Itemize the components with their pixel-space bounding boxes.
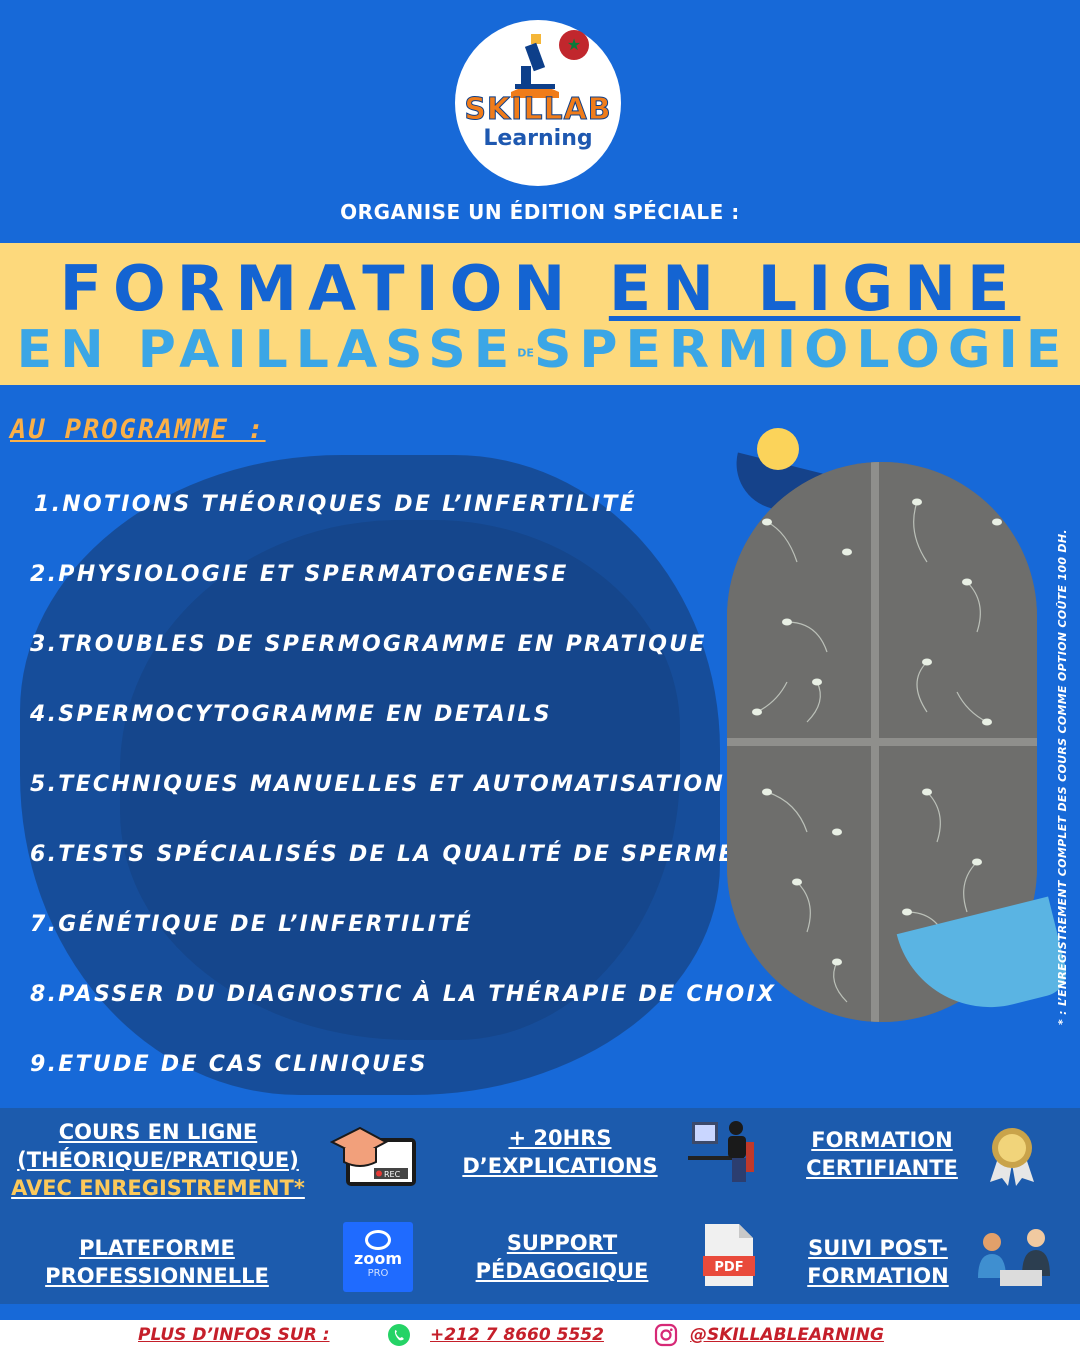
zoom-label: zoom xyxy=(354,1249,402,1268)
feature-cert-line-2: CERTIFIANTE xyxy=(806,1156,958,1180)
feature-cert-line-1: FORMATION xyxy=(811,1128,953,1152)
feature-online-line-2: (THÉORIQUE/PRATIQUE) xyxy=(17,1148,299,1172)
program-list: 1.NOTIONS THÉORIQUES DE L’INFERTILITÉ 2.… xyxy=(30,485,776,1115)
title-spermiologie: SPERMIOLOGIE xyxy=(533,320,1070,380)
recording-price-note: * : L’ENREGISTREMENT COMPLET DES COURS C… xyxy=(1056,529,1069,1025)
feature-follow-line-2: FORMATION xyxy=(807,1264,949,1288)
microscopy-image xyxy=(727,462,1037,1022)
footer-bar xyxy=(0,1320,1080,1350)
feature-platform-line-2: PROFESSIONNELLE xyxy=(45,1264,269,1288)
rec-label: REC xyxy=(384,1170,401,1179)
list-item: 3.TROUBLES DE SPERMOGRAMME EN PRATIQUE xyxy=(30,632,707,657)
title-band xyxy=(0,243,1080,385)
microscope-icon xyxy=(511,34,559,98)
list-item: 8.PASSER DU DIAGNOSTIC À LA THÉRAPIE DE … xyxy=(30,982,777,1007)
feature-platform-line-1: PLATEFORME xyxy=(79,1236,235,1260)
zoom-camera-icon xyxy=(365,1230,391,1250)
ink-blob-shade xyxy=(120,520,680,1040)
footer-phone[interactable]: +212 7 8660 5552 xyxy=(430,1325,604,1345)
list-item: 9.ETUDE DE CAS CLINIQUES xyxy=(30,1052,428,1077)
person-at-computer-icon xyxy=(688,1121,754,1182)
feature-support-line-1: SUPPORT xyxy=(506,1231,618,1255)
list-item: 5.TECHNIQUES MANUELLES ET AUTOMATISATION xyxy=(30,772,726,797)
footer-info-label: PLUS D’INFOS SUR : xyxy=(138,1325,330,1345)
pdf-file-icon: PDF xyxy=(703,1224,755,1286)
whatsapp-icon xyxy=(388,1324,410,1346)
feature-hours-line-2: D’EXPLICATIONS xyxy=(462,1154,658,1178)
skillab-logo: ★ SKILLAB Learning xyxy=(455,20,621,186)
consultation-people-icon xyxy=(978,1229,1050,1286)
feature-online-line-3: AVEC ENREGISTREMENT* xyxy=(11,1176,305,1200)
feature-hours: + 20HRS D’EXPLICATIONS xyxy=(440,1124,680,1180)
program-heading: AU PROGRAMME : xyxy=(10,414,266,445)
list-item: 1.NOTIONS THÉORIQUES DE L’INFERTILITÉ xyxy=(34,492,637,517)
list-item: 2.PHYSIOLOGIE ET SPERMATOGENESE xyxy=(30,562,569,587)
organise-heading: ORGANISE UN ÉDITION SPÉCIALE : xyxy=(340,200,740,224)
feature-support-line-2: PÉDAGOGIQUE xyxy=(475,1259,649,1283)
feature-platform: PLATEFORME PROFESSIONNELLE xyxy=(30,1234,284,1290)
pdf-label: PDF xyxy=(714,1260,743,1275)
feature-certification: FORMATION CERTIFIANTE xyxy=(790,1126,974,1182)
list-item: 4.SPERMOCYTOGRAMME EN DETAILS xyxy=(30,702,552,727)
feature-support: SUPPORT PÉDAGOGIQUE xyxy=(462,1229,662,1285)
yellow-circle-decoration xyxy=(757,428,799,470)
title-paillasse: EN PAILLASSE xyxy=(16,320,518,380)
instagram-icon xyxy=(654,1323,678,1347)
logo-brand: SKILLAB xyxy=(464,92,612,128)
title-line-2: EN PAILLASSEDESPERMIOLOGIE xyxy=(6,320,1080,380)
title-formation: FORMATION xyxy=(59,252,609,325)
title-en-ligne: EN LIGNE xyxy=(608,252,1021,325)
feature-follow-up: SUIVI POST- FORMATION xyxy=(798,1234,958,1290)
list-item: 7.GÉNÉTIQUE DE L’INFERTILITÉ xyxy=(30,912,473,937)
list-item: 6.TESTS SPÉCIALISÉS DE LA QUALITÉ DE SPE… xyxy=(30,842,736,867)
features-panel xyxy=(0,1108,1080,1304)
certificate-medal-icon xyxy=(990,1128,1034,1186)
feature-hours-line-1: + 20HRS xyxy=(508,1126,612,1150)
feature-online-line-1: COURS EN LIGNE xyxy=(58,1120,258,1144)
laptop-graduation-icon: REC xyxy=(330,1126,416,1186)
morocco-flag-icon: ★ xyxy=(559,30,589,60)
feature-follow-line-1: SUIVI POST- xyxy=(808,1236,948,1260)
title-de: DE xyxy=(517,346,534,360)
zoom-pro-label: PRO xyxy=(367,1268,389,1279)
logo-subtitle: Learning xyxy=(483,126,593,151)
zoom-pro-icon: zoom PRO xyxy=(343,1222,413,1292)
title-line-1: FORMATION EN LIGNE xyxy=(0,252,1080,325)
footer-instagram-handle[interactable]: @SKILLABLEARNING xyxy=(690,1325,884,1345)
feature-online-course: COURS EN LIGNE (THÉORIQUE/PRATIQUE) AVEC… xyxy=(8,1118,308,1202)
